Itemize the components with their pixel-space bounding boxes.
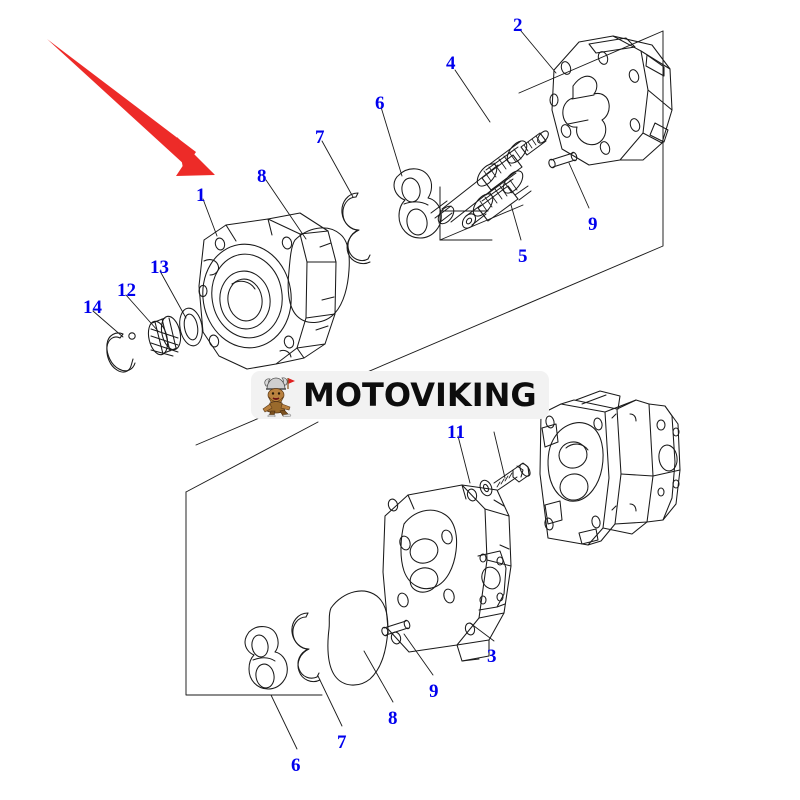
part-dowel-pin-lower [381, 619, 411, 637]
callout-13-upper: 13 [150, 257, 169, 278]
callout-9-lower: 9 [429, 681, 439, 702]
part-pump-cover-housing [198, 212, 337, 370]
part-bolt-and-washer [479, 462, 531, 497]
callout-4-upper: 4 [446, 53, 456, 74]
part-dowel-pin-upper [548, 151, 578, 169]
callout-1-upper: 1 [196, 185, 206, 206]
part-drive-gear-shaft [430, 130, 549, 225]
part-gasket-seal-upper [287, 227, 350, 323]
viking-mascot-logo [262, 377, 295, 417]
part-driven-gear [461, 170, 532, 229]
callout-6-upper: 6 [375, 93, 385, 114]
callout-3-lower: 3 [487, 646, 497, 667]
callout-leader-lines [92, 30, 590, 750]
callout-12-upper: 12 [117, 280, 136, 301]
upper-alignment-lines [439, 186, 524, 241]
watermark-badge: MOTOVIKING [251, 371, 549, 419]
part-gasket-seal-lower [327, 590, 389, 686]
part-oil-seal [179, 307, 203, 347]
callout-8-upper: 8 [257, 166, 267, 187]
watermark-text: MOTOVIKING [303, 376, 537, 414]
lower-group-boundary [185, 421, 323, 696]
callout-14-upper: 14 [83, 297, 102, 318]
callout-6-lower: 6 [291, 755, 301, 776]
callout-5-upper: 5 [518, 246, 528, 267]
callout-8-lower: 8 [388, 708, 398, 729]
callout-2-upper: 2 [513, 15, 523, 36]
callout-7-upper: 7 [315, 127, 325, 148]
callout-11-lower: 11 [447, 422, 465, 443]
callout-9-upper: 9 [588, 214, 598, 235]
assembled-pump-reference [539, 390, 681, 546]
part-wear-plate-upper [393, 168, 442, 239]
part-needle-bearing [147, 315, 182, 357]
part-seal-ring-upper [341, 192, 371, 265]
part-mounting-flange [549, 35, 673, 166]
part-snap-ring [106, 332, 136, 373]
callout-7-lower: 7 [337, 732, 347, 753]
part-pump-body-casing [382, 484, 512, 662]
part-wear-plate-lower [244, 626, 288, 690]
part-seal-ring-lower [291, 612, 321, 683]
